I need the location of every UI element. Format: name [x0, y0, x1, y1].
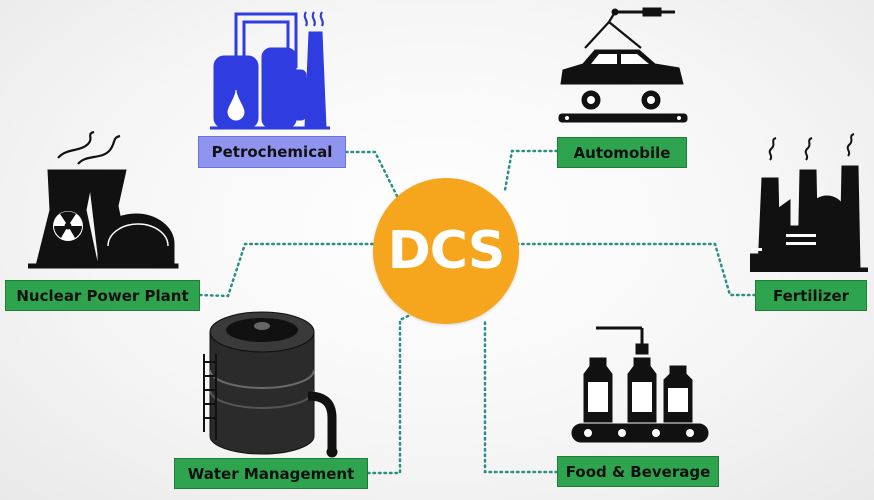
- dcs-hub: DCS: [373, 178, 519, 324]
- industry-label-text: Food & Beverage: [565, 462, 711, 481]
- dcs-hub-label: DCS: [387, 221, 506, 281]
- industry-label-petrochemical: Petrochemical: [198, 136, 346, 168]
- industry-label-text: Nuclear Power Plant: [16, 286, 189, 305]
- connector-automobile: [503, 149, 559, 192]
- industry-label-food-and-beverage: Food & Beverage: [557, 456, 719, 487]
- fertilizer-factory-icon: [750, 133, 868, 272]
- industry-label-fertilizer: Fertilizer: [755, 280, 867, 311]
- industry-label-text: Petrochemical: [211, 143, 333, 161]
- water-tank-icon: [203, 311, 338, 458]
- car-assembly-icon: [558, 7, 688, 123]
- connector-food: [483, 320, 559, 474]
- petrochemical-plant-icon: [210, 11, 330, 130]
- industry-label-text: Automobile: [573, 143, 671, 162]
- industry-label-automobile: Automobile: [557, 137, 687, 168]
- industry-label-nuclear-power-plant: Nuclear Power Plant: [5, 280, 200, 311]
- connector-nuclear: [198, 242, 376, 298]
- connector-petrochemical: [344, 150, 400, 200]
- connector-fertilizer: [516, 242, 757, 297]
- industry-label-text: Water Management: [187, 464, 355, 483]
- industry-label-text: Fertilizer: [772, 286, 850, 305]
- bottling-conveyor-icon: [571, 326, 709, 443]
- connector-water: [366, 308, 422, 475]
- nuclear-power-plant-icon: [28, 130, 179, 269]
- industry-label-water-management: Water Management: [174, 458, 368, 489]
